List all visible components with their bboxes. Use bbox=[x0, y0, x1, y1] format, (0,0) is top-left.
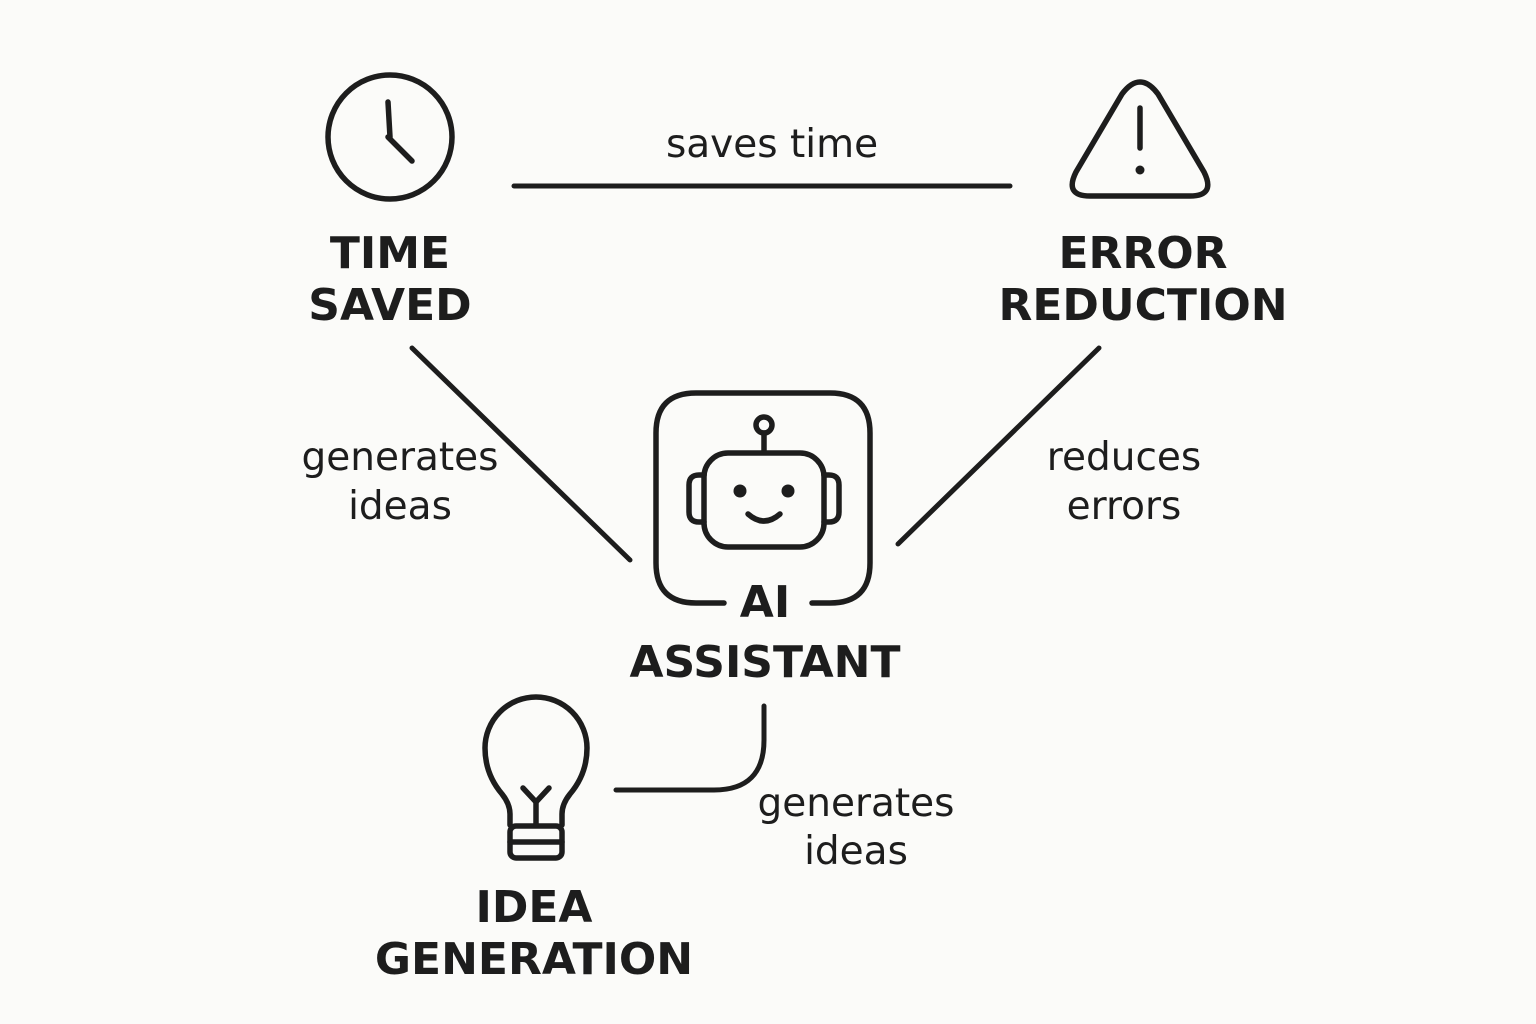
edge-label-saves-time: saves time bbox=[666, 122, 878, 167]
edge-label-ideas: ideas bbox=[348, 484, 452, 529]
edge-time-to-error: saves time bbox=[511, 122, 1013, 189]
node-title-line2: GENERATION bbox=[375, 934, 693, 985]
node-title-line1: AI bbox=[740, 577, 790, 628]
edge-label-errors: errors bbox=[1067, 484, 1182, 529]
lightbulb-icon bbox=[482, 694, 590, 861]
node-title-line2: REDUCTION bbox=[998, 280, 1287, 331]
warning-triangle-icon bbox=[1069, 79, 1211, 199]
node-title-line1: ERROR bbox=[1058, 228, 1227, 279]
edge-line bbox=[409, 345, 633, 563]
edge-label-ideas: ideas bbox=[804, 829, 908, 874]
edge-line bbox=[613, 703, 767, 793]
edge-label-generates: generates bbox=[758, 781, 955, 826]
node-error-reduction: ERROR REDUCTION bbox=[998, 79, 1288, 331]
edge-line bbox=[895, 345, 1102, 547]
robot-icon bbox=[653, 390, 873, 606]
node-title-line2: SAVED bbox=[308, 280, 471, 331]
edge-ai-to-idea: generates ideas bbox=[613, 703, 955, 874]
node-ai-assistant: AI ASSISTANT bbox=[629, 390, 901, 688]
node-idea-generation: IDEA GENERATION bbox=[375, 694, 693, 985]
node-title-line1: IDEA bbox=[475, 882, 592, 933]
edge-label-reduces: reduces bbox=[1047, 435, 1201, 480]
node-title-line2: ASSISTANT bbox=[629, 637, 900, 688]
edge-label-generates: generates bbox=[302, 435, 499, 480]
node-title-line1: TIME bbox=[330, 228, 450, 279]
edge-error-to-ai: reduces errors bbox=[895, 345, 1201, 547]
node-time-saved: TIME SAVED bbox=[308, 72, 472, 331]
edge-time-to-ai: generates ideas bbox=[302, 345, 633, 563]
clock-icon bbox=[325, 72, 455, 202]
